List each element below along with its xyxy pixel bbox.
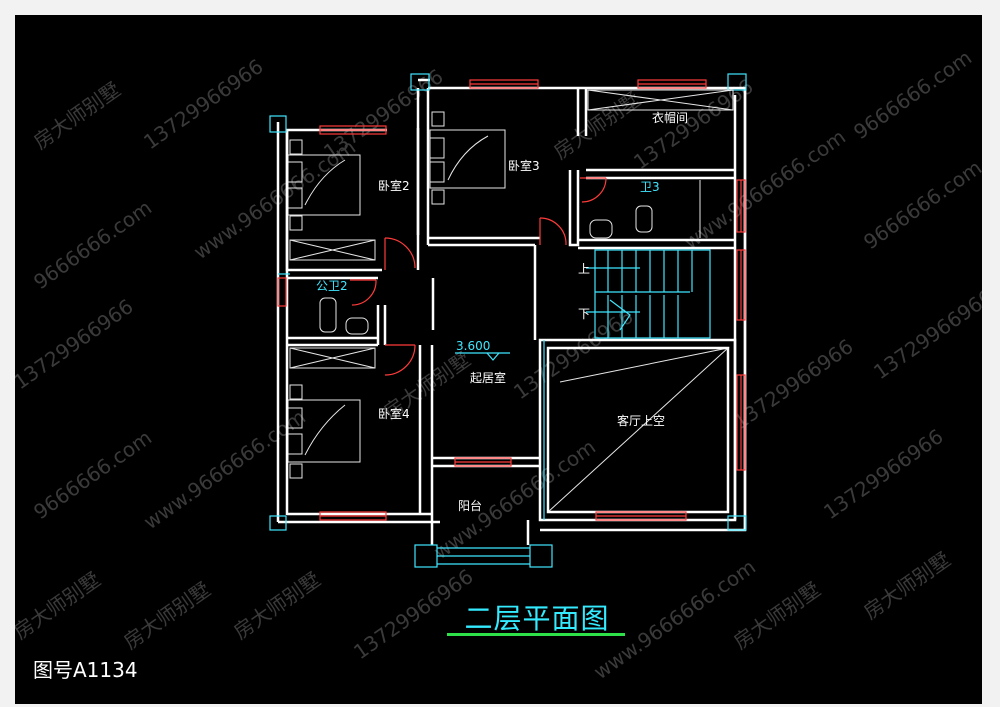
- watermark-text: 9666666.com: [849, 45, 976, 144]
- watermark-text: 房大师别墅: [15, 567, 105, 644]
- watermark-text: 13729966966: [869, 284, 982, 384]
- watermark-text: 13729966966: [819, 424, 947, 524]
- watermark-text: 房大师别墅: [729, 577, 825, 654]
- watermark-text: www.9666666.com: [189, 134, 360, 264]
- drawing-sheet: 房大师别墅 13729966966 13729966966 房大师别墅 1372…: [15, 15, 982, 704]
- living-void-label: 客厅上空: [617, 413, 665, 428]
- watermark-text: www.9666666.com: [679, 124, 850, 254]
- watermark-text: 13729966966: [729, 334, 857, 434]
- closet-label: 衣帽间: [652, 110, 688, 125]
- watermark-text: 13729966966: [15, 294, 138, 394]
- watermark-text: 9666666.com: [859, 155, 982, 254]
- stair-up-label: 上: [578, 262, 590, 276]
- bedroom4-label: 卧室4: [378, 406, 410, 421]
- watermark-text: 房大师别墅: [119, 577, 215, 654]
- bedroom2-label: 卧室2: [378, 178, 410, 193]
- watermark-text: 9666666.com: [29, 195, 156, 294]
- structure-lines: [269, 73, 747, 568]
- watermark-text: 房大师别墅: [229, 567, 325, 644]
- balcony-label: 阳台: [458, 498, 482, 513]
- drawing-number: 图号A1134: [33, 658, 138, 682]
- watermark-text: 房大师别墅: [859, 547, 955, 624]
- bathroom3-label: 卫3: [640, 180, 660, 194]
- watermark-text: 房大师别墅: [29, 77, 125, 154]
- stair-down-label: 下: [578, 307, 590, 321]
- public-bath2-label: 公卫2: [316, 279, 348, 293]
- watermark-text: 13729966966: [509, 304, 637, 404]
- watermark-text: www.9666666.com: [139, 404, 310, 534]
- living-room-label: 起居室: [470, 370, 506, 385]
- plan-title: 二层平面图: [464, 602, 610, 635]
- windows: [277, 79, 746, 521]
- title-underline: [447, 633, 625, 636]
- watermark-layer: 房大师别墅 13729966966 13729966966 房大师别墅 1372…: [15, 45, 982, 684]
- floor-plan: 房大师别墅 13729966966 13729966966 房大师别墅 1372…: [15, 45, 982, 684]
- watermark-text: 9666666.com: [29, 425, 156, 524]
- watermark-text: www.9666666.com: [429, 434, 600, 564]
- watermark-text: 13729966966: [139, 54, 267, 154]
- room-labels: 衣帽间 卧室2 卧室3 卫3 公卫2 卧室4 起居室 客厅上空 阳台 上 下 3…: [316, 110, 688, 513]
- furniture: [287, 89, 734, 513]
- doors: [350, 177, 607, 376]
- elevation-label: 3.600: [456, 339, 490, 353]
- bedroom3-label: 卧室3: [508, 158, 540, 173]
